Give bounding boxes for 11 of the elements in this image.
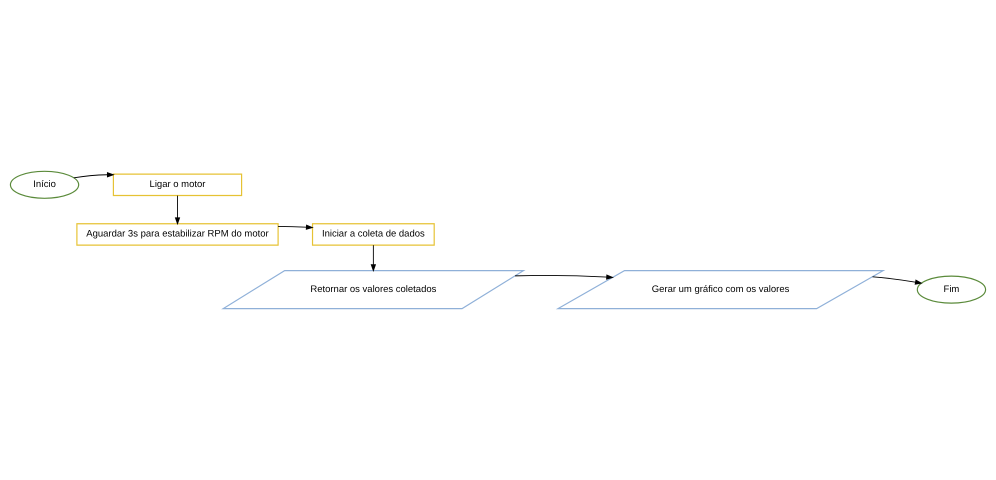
node-box: Aguardar 3s para estabilizar RPM do motor [76, 223, 279, 246]
node-ellipse: Início [10, 170, 80, 199]
arrow [73, 172, 115, 178]
arrow [174, 195, 180, 226]
arrow [370, 244, 376, 272]
node-ellipse: Fim [916, 276, 986, 304]
arrow [514, 274, 614, 280]
arrow [872, 276, 923, 285]
node-box: Ligar o motor [112, 174, 242, 196]
node-box: Iniciar a coleta de dados [312, 223, 435, 246]
arrow [278, 224, 314, 230]
